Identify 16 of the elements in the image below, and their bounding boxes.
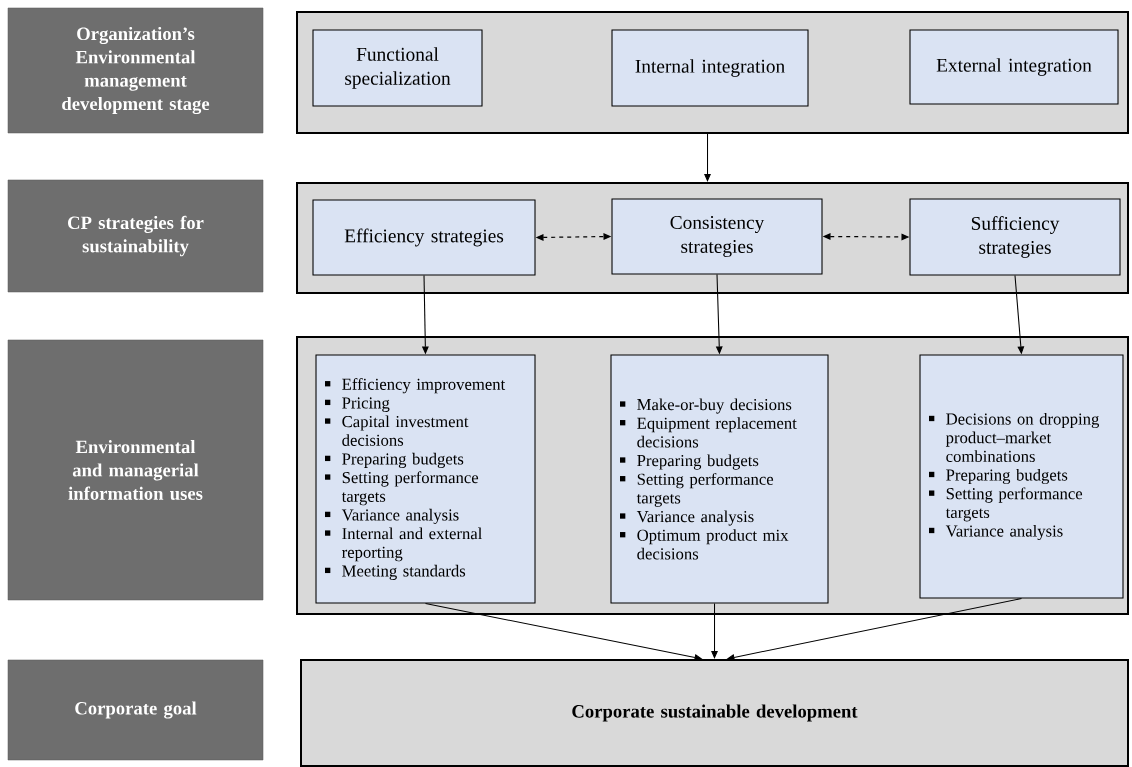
strategy-box: Functional specialization xyxy=(312,29,483,107)
arrow xyxy=(711,603,718,659)
strategy-box: Consistency strategies xyxy=(611,198,823,275)
arrow xyxy=(704,133,711,182)
strategy-box: External integration xyxy=(909,29,1119,105)
stage-label-box: Environmental and managerial information uses xyxy=(7,339,264,601)
stage-label-box: Corporate goal xyxy=(7,659,264,761)
strategy-box: Efficiency strategies xyxy=(312,199,536,276)
strategy-box: Internal integration xyxy=(611,29,809,107)
strategy-box: Sufficiency strategies xyxy=(909,198,1121,276)
bullet-list-box: Make-or-buy decisions Equipment replacement decisions Preparing budgets Setting performance targets Variance analysis Optimum product mix decisions xyxy=(610,354,829,604)
bullet-list-box: Efficiency improvement Pricing Capital investment decisions Preparing budgets Setting performance targets Variance analysis Internal and external reporting Meeting standards xyxy=(315,354,536,604)
stage-label-box: CP strategies for sustainability xyxy=(7,179,264,293)
stage-label-box: Organization’s Environmental management development stage xyxy=(7,7,264,134)
bullet-list-box: Decisions on dropping product–market combinations Preparing budgets Setting performance targets Variance analysis xyxy=(919,354,1124,599)
goal-box: Corporate sustainable development xyxy=(300,659,1129,767)
